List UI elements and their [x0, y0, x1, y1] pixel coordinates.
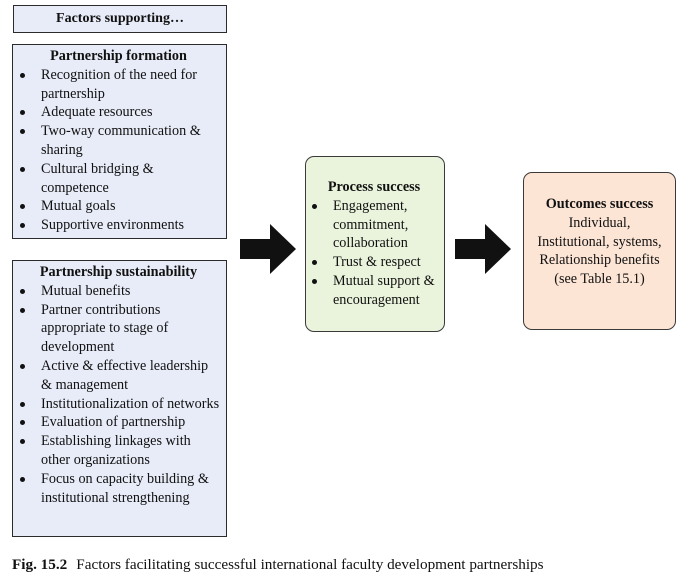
partnership-sustainability-list: Mutual benefits Partner contributions ap…	[17, 282, 220, 508]
factors-header-box: Factors supporting…	[13, 5, 227, 33]
sustainability-item: Evaluation of partnership	[17, 413, 220, 432]
process-success-title: Process success	[327, 179, 421, 195]
figure-label: Fig. 15.2	[12, 556, 68, 573]
sustainability-item: Institutionalization of networks	[17, 395, 220, 414]
outcomes-success-box: Outcomes success Individual, Institution…	[523, 172, 676, 330]
partnership-formation-list: Recognition of the need for partnership …	[17, 66, 220, 235]
sustainability-item: Establishing linkages with other organiz…	[17, 432, 220, 470]
factors-header-title: Factors supporting…	[56, 11, 184, 26]
partnership-formation-box: Partnership formation Recognition of the…	[12, 44, 227, 239]
formation-item: Cultural bridging & competence	[17, 160, 220, 198]
sustainability-item: Partner contributions appropriate to sta…	[17, 301, 220, 357]
formation-item: Two-way communication & sharing	[17, 122, 220, 160]
process-item: Trust & respect	[309, 253, 439, 272]
process-success-list: Engagement, commitment, collaboration Tr…	[309, 197, 439, 310]
partnership-sustainability-title: Partnership sustainability	[39, 264, 198, 280]
formation-item: Recognition of the need for partnership	[17, 66, 220, 104]
figure-caption: Fig. 15.2 Factors facilitating successful…	[12, 556, 544, 574]
outcomes-success-title: Outcomes success	[545, 196, 654, 212]
right-arrow-icon	[455, 224, 511, 274]
process-item: Mutual support & encouragement	[309, 272, 439, 310]
formation-item: Supportive environments	[17, 216, 220, 235]
right-arrow-icon	[240, 224, 296, 274]
process-success-box: Process success Engagement, commitment, …	[305, 156, 445, 332]
outcomes-line: Institutional, systems,	[537, 233, 662, 250]
outcomes-line: Individual,	[568, 214, 631, 231]
figure-caption-text: Factors facilitating successful internat…	[76, 556, 544, 573]
sustainability-item: Active & effective leadership & manageme…	[17, 357, 220, 395]
process-item: Engagement, commitment, collaboration	[309, 197, 439, 253]
outcomes-line: (see Table 15.1)	[554, 271, 645, 288]
sustainability-item: Focus on capacity building & institution…	[17, 470, 220, 508]
sustainability-item: Mutual benefits	[17, 282, 220, 301]
partnership-formation-title: Partnership formation	[50, 48, 187, 64]
formation-item: Adequate resources	[17, 103, 220, 122]
outcomes-line: Relationship benefits	[539, 252, 660, 269]
formation-item: Mutual goals	[17, 197, 220, 216]
partnership-sustainability-box: Partnership sustainability Mutual benefi…	[12, 260, 227, 537]
